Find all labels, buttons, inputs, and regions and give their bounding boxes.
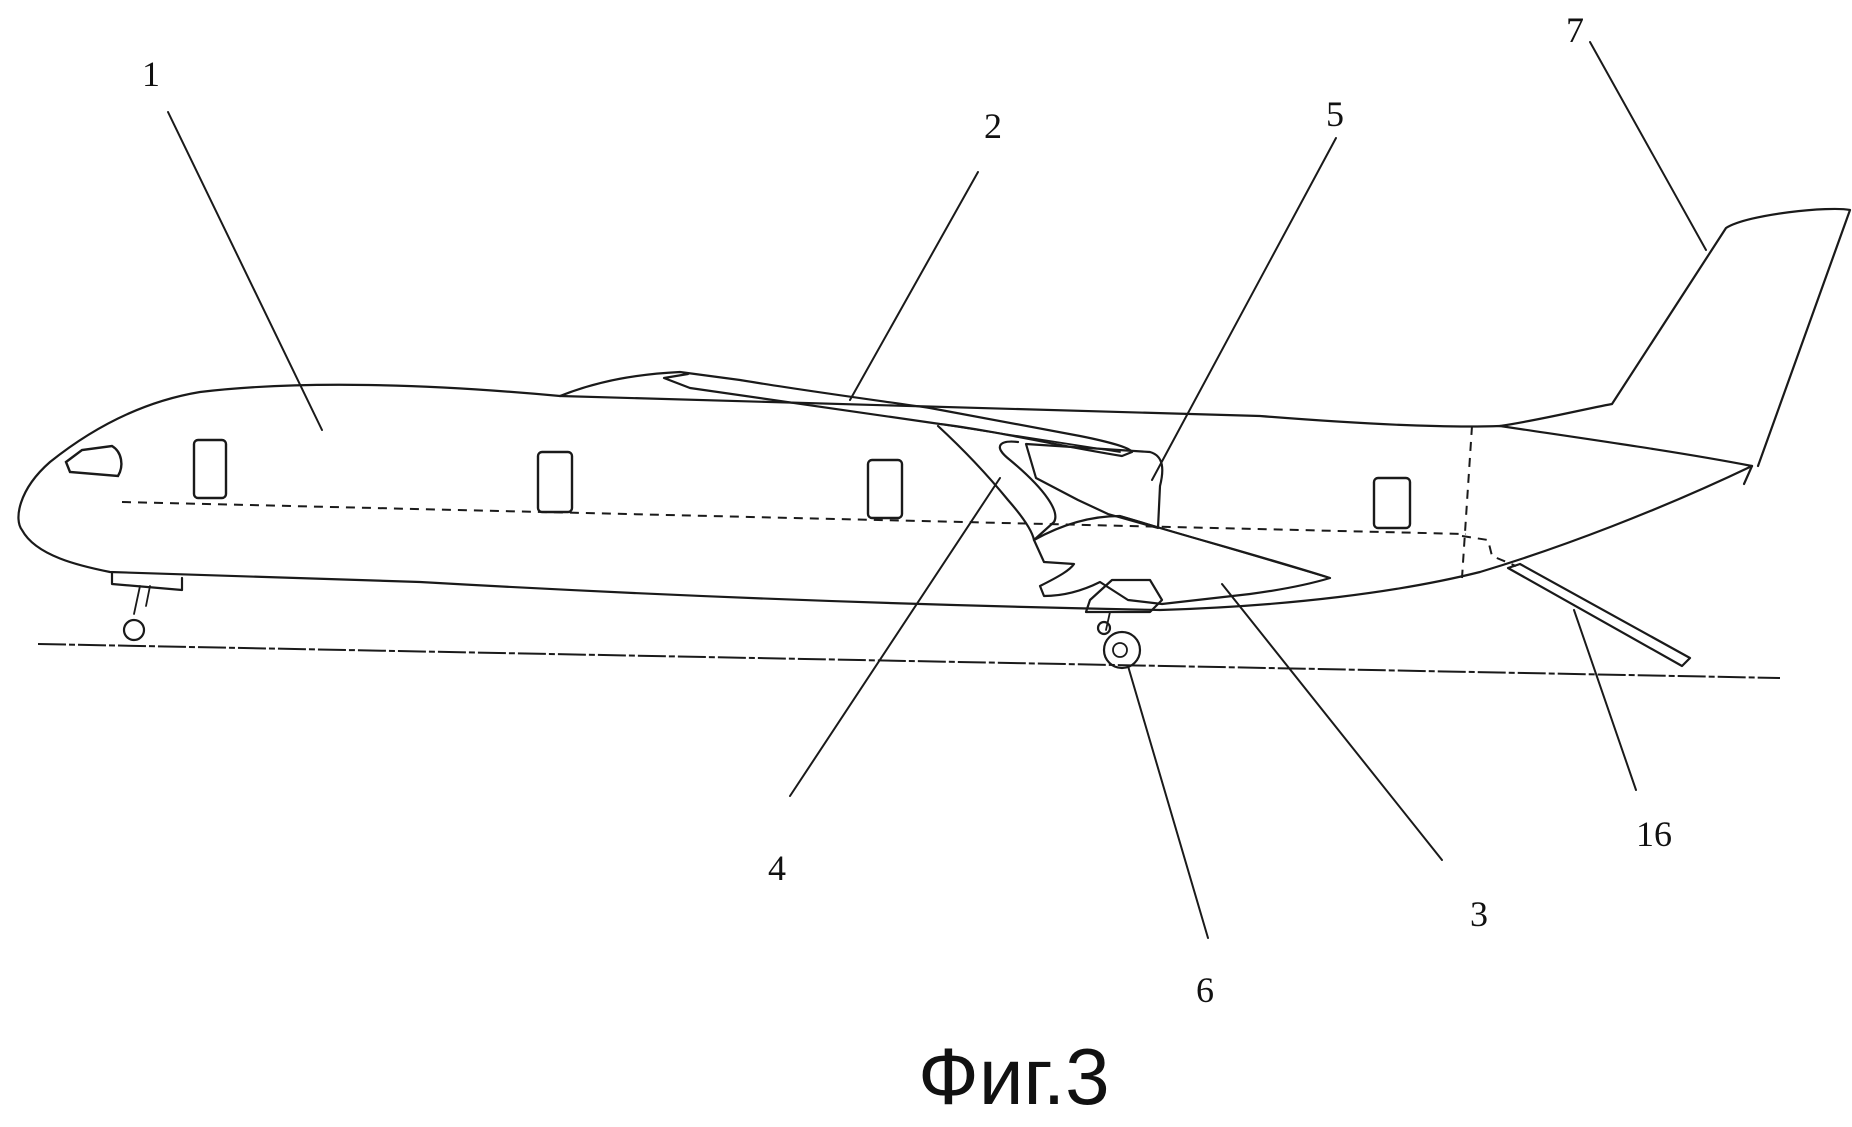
rear-cargo-ramp (1506, 562, 1692, 668)
main-landing-gear (1084, 578, 1164, 670)
label-5: 5 (1326, 94, 1344, 134)
cabin-window (192, 438, 228, 500)
cabin-window (536, 450, 574, 514)
leader-line-6 (1127, 665, 1209, 939)
label-1: 1 (142, 54, 160, 94)
ground-line (37, 643, 1781, 679)
figure-caption: Фиг.3 (918, 1032, 1110, 1121)
label-2: 2 (984, 106, 1002, 146)
label-7: 7 (1566, 10, 1584, 50)
cockpit-window (64, 444, 123, 478)
fuselage (17, 383, 1754, 612)
leader-line-1 (167, 111, 323, 431)
vertical-tail-fin (1498, 207, 1852, 468)
leader-line-4 (789, 477, 1001, 797)
engine-nacelle (1024, 442, 1164, 530)
rear-bulkhead-dashed (1461, 425, 1473, 579)
cabin-window (1372, 476, 1412, 530)
label-4: 4 (768, 848, 786, 888)
leader-line-16 (1573, 609, 1637, 791)
label-16: 16 (1636, 814, 1672, 854)
label-6: 6 (1196, 970, 1214, 1010)
cabin-window (866, 458, 904, 520)
leader-line-2 (849, 171, 979, 401)
upper-wing (558, 370, 1134, 458)
floor-dashed-line (121, 501, 1467, 535)
nose-landing-gear (110, 570, 184, 642)
leader-line-3 (1221, 583, 1443, 861)
lower-wing (1032, 514, 1332, 606)
tail-cone-dashed (1461, 535, 1517, 567)
leader-line-5 (1151, 137, 1337, 481)
leader-line-7 (1589, 41, 1707, 251)
label-3: 3 (1470, 894, 1488, 934)
